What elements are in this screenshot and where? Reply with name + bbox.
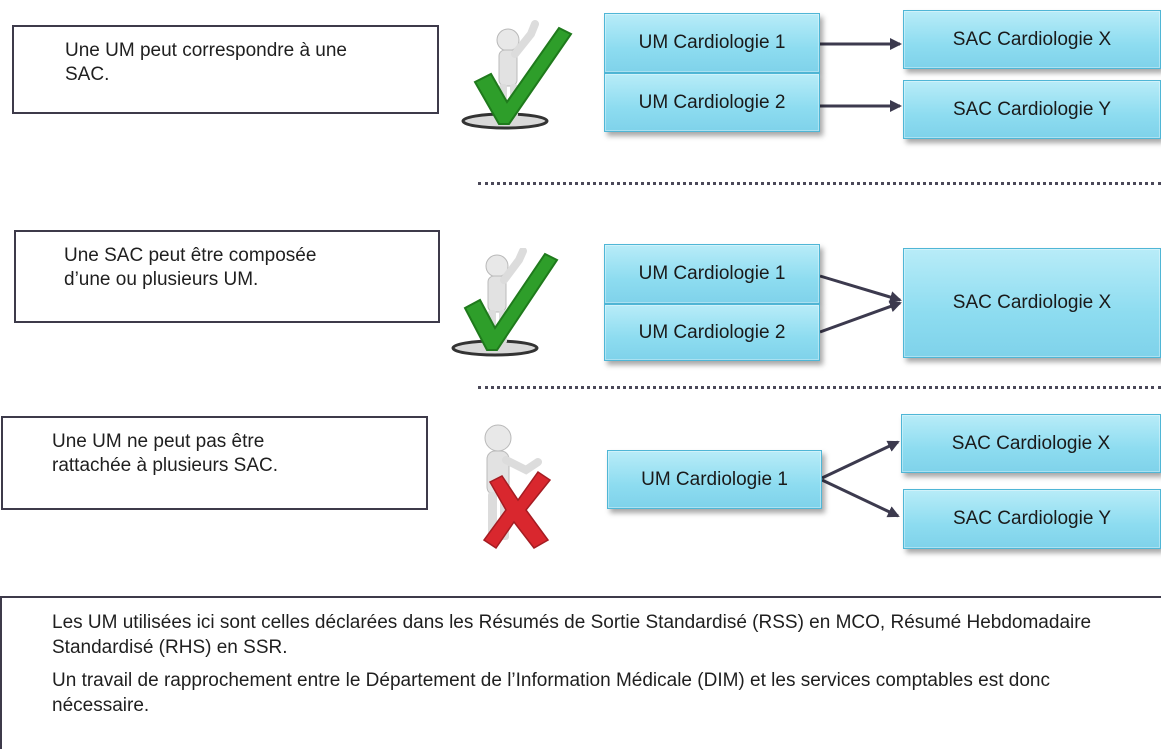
separator-dotted [478, 386, 1161, 389]
rule-2-line-1: Une SAC peut être composée [64, 245, 317, 266]
rule-1-line-2: SAC. [65, 64, 110, 85]
rule-3-line-1: Une UM ne peut pas être [52, 431, 265, 452]
figure-checkmark-icon [445, 247, 560, 358]
rule-1-line-1: Une UM peut correspondre à une [65, 40, 347, 61]
sac-node: SAC Cardiologie Y [903, 489, 1161, 549]
note-paragraph-2: Un travail de rapprochement entre le Dép… [52, 670, 1050, 716]
figure-cross-icon [468, 418, 558, 550]
separator-dotted [478, 182, 1161, 185]
rule-3-line-2: rattachée à plusieurs SAC. [52, 455, 279, 476]
figure-checkmark-icon [455, 20, 575, 132]
note-box: Les UM utilisées ici sont celles déclaré… [0, 596, 1161, 749]
arrow-um1-sacx-2 [819, 274, 902, 303]
um-node: UM Cardiologie 2 [604, 73, 820, 132]
arrow-um1-sacy-3 [821, 478, 900, 518]
note-paragraph-1: Les UM utilisées ici sont celles déclaré… [52, 612, 1092, 658]
rule-box-3: Une UM ne peut pas être rattachée à plus… [1, 416, 428, 510]
arrow-um1-sacx-3 [821, 440, 900, 480]
um-node: UM Cardiologie 1 [607, 450, 822, 509]
um-node: UM Cardiologie 1 [604, 13, 820, 73]
arrow-um2-sacx-2 [819, 300, 902, 334]
sac-node: SAC Cardiologie X [901, 414, 1161, 473]
rule-2-line-2: d’une ou plusieurs UM. [64, 269, 259, 290]
sac-node: SAC Cardiologie Y [903, 80, 1161, 139]
um-node: UM Cardiologie 2 [604, 304, 820, 361]
um-node: UM Cardiologie 1 [604, 244, 820, 304]
sac-node: SAC Cardiologie X [903, 248, 1161, 358]
rule-box-2: Une SAC peut être composée d’une ou plus… [14, 230, 440, 323]
rule-box-1: Une UM peut correspondre à une SAC. [12, 25, 439, 114]
sac-node: SAC Cardiologie X [903, 10, 1161, 69]
